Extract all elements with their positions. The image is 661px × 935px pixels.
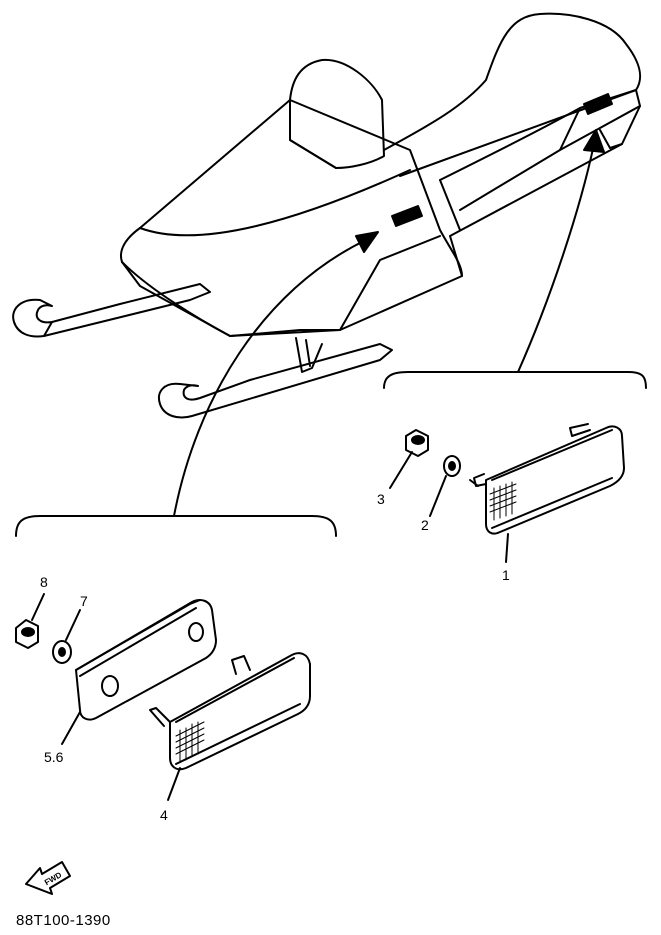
- fwd-label: FWD: [43, 870, 63, 887]
- part-label-5-6: 5.6: [44, 749, 64, 765]
- arrow-rear-reflector: [517, 143, 595, 373]
- windshield: [289, 58, 385, 169]
- spacer-plate-part-5-6: [75, 599, 217, 721]
- side-reflector-mark-rear: [583, 93, 613, 115]
- washer-part-2: [443, 455, 461, 477]
- nut-part-8: [15, 619, 39, 649]
- part-label-3: 3: [377, 491, 385, 507]
- seat: [383, 12, 642, 181]
- left-ski: [12, 283, 211, 338]
- right-ski: [158, 343, 393, 419]
- snowmobile-illustration: [12, 12, 642, 419]
- bracket-left-group: [15, 515, 337, 537]
- part-label-7: 7: [80, 593, 88, 609]
- washer-part-7: [52, 640, 72, 664]
- bracket-right-group: [383, 371, 647, 389]
- location-arrows: [173, 129, 605, 517]
- part-label-4: 4: [160, 807, 168, 823]
- reflector-part-1: [469, 423, 625, 535]
- part-label-2: 2: [421, 517, 429, 533]
- part-label-1: 1: [502, 567, 510, 583]
- reflector-part-4: [149, 652, 311, 771]
- nut-part-3: [405, 429, 429, 457]
- arrow-front-reflector: [173, 239, 367, 517]
- side-reflector-mark-front: [391, 205, 423, 227]
- part-label-8: 8: [40, 574, 48, 590]
- drawing-code: 88T100-1390: [16, 912, 111, 929]
- forward-arrow-icon: FWD: [25, 861, 71, 895]
